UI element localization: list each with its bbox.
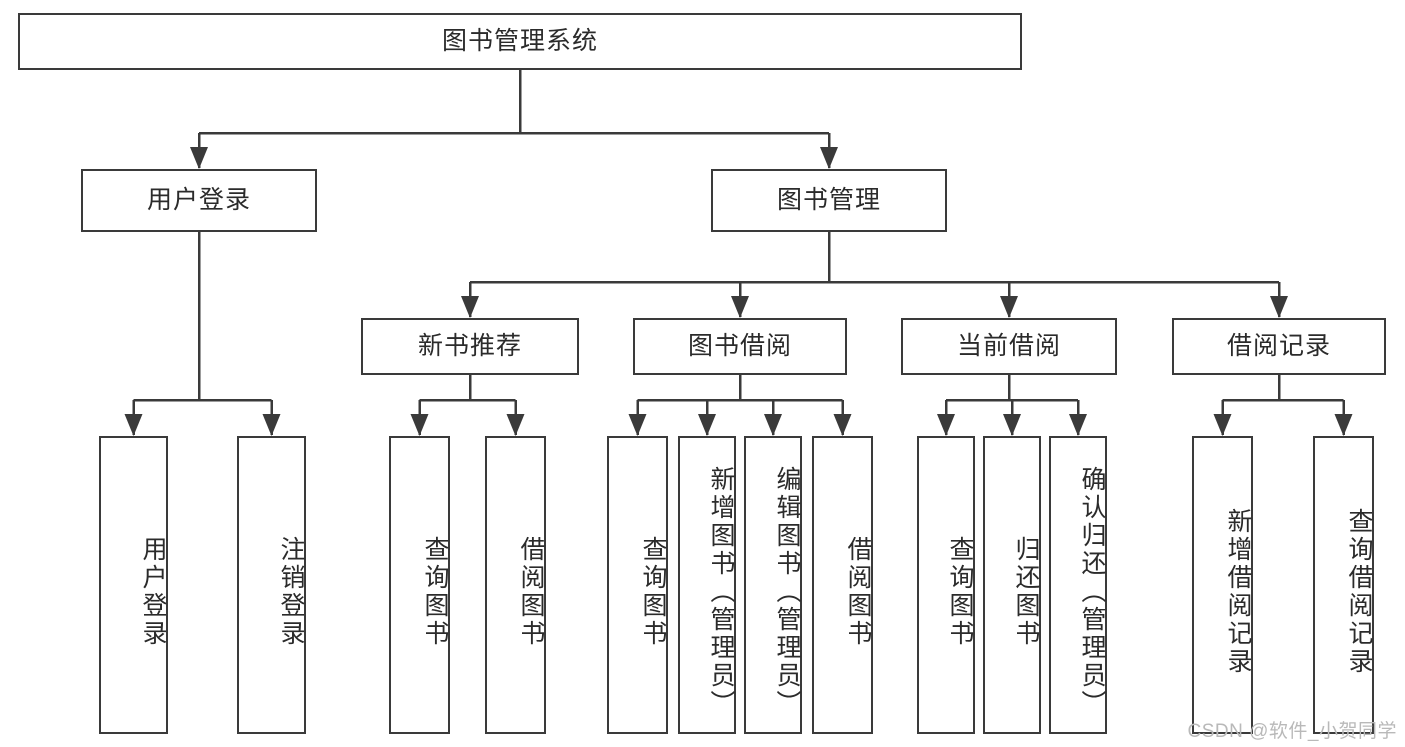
- node-l7[interactable]: 编辑图书（管理员）: [744, 436, 802, 734]
- node-newbook[interactable]: 新书推荐: [361, 318, 579, 375]
- node-label: 借阅图书: [844, 536, 872, 648]
- node-label: 归还图书: [1012, 536, 1040, 648]
- arrow-head: [190, 147, 208, 169]
- arrow-head: [628, 414, 647, 436]
- arrow-head: [461, 296, 479, 318]
- arrow-head: [1334, 414, 1353, 436]
- node-label: 新书推荐: [417, 332, 522, 360]
- arrow-head: [1069, 414, 1087, 436]
- arrow-head: [1213, 414, 1232, 436]
- node-l12[interactable]: 新增借阅记录: [1192, 436, 1253, 734]
- node-l13[interactable]: 查询借阅记录: [1313, 436, 1374, 734]
- arrow-head: [833, 414, 852, 436]
- node-label: 借阅图书: [517, 536, 545, 648]
- node-label: 查询图书: [421, 536, 449, 648]
- node-l2[interactable]: 注销登录: [237, 436, 306, 734]
- node-label: 新增借阅记录: [1224, 508, 1252, 676]
- node-l5[interactable]: 查询图书: [607, 436, 668, 734]
- arrow-head: [410, 414, 429, 436]
- node-label: 查询图书: [639, 536, 667, 648]
- node-l6[interactable]: 新增图书（管理员）: [678, 436, 736, 734]
- node-label: 确认归还（管理员）: [1078, 466, 1106, 718]
- node-label: 用户登录: [146, 186, 251, 214]
- node-l9[interactable]: 查询图书: [917, 436, 975, 734]
- node-label: 查询图书: [946, 536, 974, 648]
- node-label: 查询借阅记录: [1345, 508, 1373, 676]
- arrow-head: [124, 414, 143, 436]
- node-label: 注销登录: [277, 536, 305, 648]
- watermark: CSDN @软件_小贺同学: [1187, 721, 1397, 742]
- node-label: 图书借阅: [687, 332, 792, 360]
- node-label: 编辑图书（管理员）: [773, 466, 801, 718]
- node-label: 用户登录: [139, 536, 167, 648]
- arrow-head: [937, 414, 955, 436]
- node-l4[interactable]: 借阅图书: [485, 436, 546, 734]
- node-bookmgmt[interactable]: 图书管理: [711, 169, 947, 232]
- node-login[interactable]: 用户登录: [81, 169, 317, 232]
- node-label: 图书管理系统: [441, 27, 598, 55]
- arrow-head: [1000, 296, 1018, 318]
- node-label: 当前借阅: [956, 332, 1061, 360]
- node-root[interactable]: 图书管理系统: [18, 13, 1022, 70]
- node-l10[interactable]: 归还图书: [983, 436, 1041, 734]
- arrow-head: [764, 414, 782, 436]
- arrow-head: [262, 414, 281, 436]
- node-records[interactable]: 借阅记录: [1172, 318, 1386, 375]
- node-borrow[interactable]: 图书借阅: [633, 318, 847, 375]
- node-l3[interactable]: 查询图书: [389, 436, 450, 734]
- node-l1[interactable]: 用户登录: [99, 436, 168, 734]
- arrow-head: [698, 414, 716, 436]
- node-label: 借阅记录: [1226, 332, 1331, 360]
- arrow-head: [731, 296, 749, 318]
- node-l11[interactable]: 确认归还（管理员）: [1049, 436, 1107, 734]
- arrow-head: [1270, 296, 1288, 318]
- arrow-head: [506, 414, 525, 436]
- arrow-head: [1003, 414, 1021, 436]
- node-current[interactable]: 当前借阅: [901, 318, 1117, 375]
- node-label: 图书管理: [776, 186, 881, 214]
- node-l8[interactable]: 借阅图书: [812, 436, 873, 734]
- node-label: 新增图书（管理员）: [707, 466, 735, 718]
- arrow-head: [820, 147, 838, 169]
